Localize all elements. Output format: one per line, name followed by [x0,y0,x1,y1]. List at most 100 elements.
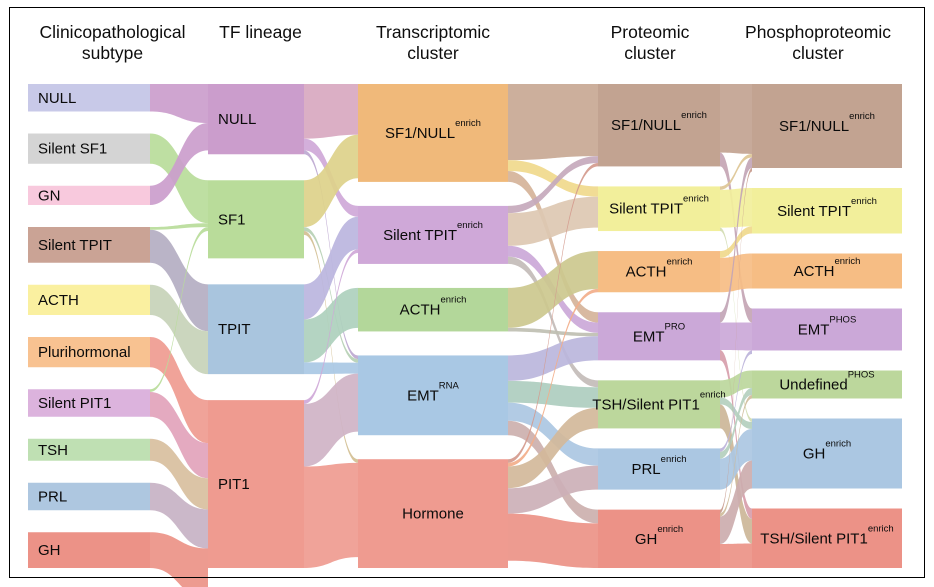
sankey-node-p_emt[interactable]: EMTPRO [598,312,720,361]
sankey-link-r_sf1null-to-p_emt[interactable] [508,171,598,323]
sankey-link-r_hormone-to-p_tsh_pit1[interactable] [508,407,598,489]
sankey-link-p_silent-to-h_sf1null[interactable] [720,154,752,190]
sankey-link-s_silent_tpit-to-t_tpit[interactable] [150,229,208,332]
node-rect-p_acth[interactable] [598,251,720,293]
node-rect-s_gh[interactable] [28,532,150,568]
sankey-node-s_silent_sf1[interactable]: Silent SF1 [28,133,150,164]
sankey-node-r_sf1null[interactable]: SF1/NULLenrich [358,84,508,182]
sankey-node-t_null[interactable]: NULL [208,84,304,155]
sankey-link-r_hormone-to-p_gh[interactable] [508,513,598,568]
sankey-node-t_pit1[interactable]: PIT1 [208,400,304,568]
sankey-node-h_acth[interactable]: ACTHenrich [752,253,902,289]
node-rect-r_silent_tpit[interactable] [358,205,508,264]
sankey-link-p_silent-to-h_silent[interactable] [720,188,752,228]
sankey-node-t_tpit[interactable]: TPIT [208,284,304,375]
sankey-link-t_tpit-to-r_emt[interactable] [304,362,358,375]
sankey-node-s_null[interactable]: NULL [28,84,150,112]
sankey-link-r_emt-to-p_emt[interactable] [508,336,598,381]
node-rect-s_silent_pit1[interactable] [28,389,150,417]
sankey-link-p_tsh_pit1-to-h_gh[interactable] [720,397,752,429]
sankey-node-s_gn[interactable]: GN [28,185,150,205]
node-rect-p_tsh_pit1[interactable] [598,380,720,429]
node-rect-p_sf1null[interactable] [598,84,720,167]
sankey-node-s_prl[interactable]: PRL [28,482,150,511]
node-rect-s_acth[interactable] [28,284,150,315]
sankey-node-p_silent[interactable]: Silent TPITenrich [598,186,720,232]
sankey-link-r_sf1null-to-p_sf1null[interactable] [508,84,598,161]
node-rect-p_prl[interactable] [598,448,720,490]
sankey-link-r_acth-to-p_emt[interactable] [508,327,598,337]
sankey-node-r_emt[interactable]: EMTRNA [358,355,508,436]
node-rect-r_sf1null[interactable] [358,84,508,182]
sankey-node-s_acth[interactable]: ACTH [28,284,150,315]
sankey-link-p_gh-to-h_undef[interactable] [720,395,752,517]
node-rect-r_hormone[interactable] [358,459,508,568]
sankey-node-h_undef[interactable]: UndefinedPHOS [752,370,902,399]
sankey-node-s_gh[interactable]: GH [28,532,150,568]
node-rect-t_pit1[interactable] [208,400,304,568]
sankey-link-r_emt-to-p_gh[interactable] [508,420,598,524]
sankey-link-p_emt-to-h_tsh_pit1[interactable] [720,350,752,519]
sankey-link-s_gh-to-t_pit1[interactable] [150,532,208,587]
sankey-link-p_tsh_pit1-to-h_undef[interactable] [720,370,752,398]
node-rect-r_emt[interactable] [358,355,508,436]
sankey-link-r_silent_tpit-to-p_tsh_pit1[interactable] [508,256,598,388]
node-rect-h_tsh_pit1[interactable] [752,508,902,569]
node-rect-s_null[interactable] [28,84,150,112]
node-rect-p_silent[interactable] [598,186,720,232]
node-rect-p_gh[interactable] [598,509,720,568]
sankey-link-p_gh-to-h_gh[interactable] [720,460,752,544]
node-rect-h_sf1null[interactable] [752,84,902,168]
sankey-link-p_emt-to-h_sf1null[interactable] [720,157,752,323]
sankey-link-t_sf1-to-r_emt[interactable] [304,227,358,363]
sankey-node-s_pluri[interactable]: Plurihormonal [28,337,150,368]
sankey-link-s_gn-to-t_null[interactable] [150,123,208,205]
sankey-link-r_silent_tpit-to-p_sf1null[interactable] [508,156,598,214]
node-rect-h_acth[interactable] [752,253,902,289]
sankey-node-h_silent[interactable]: Silent TPITenrich [752,188,902,234]
node-rect-h_silent[interactable] [752,188,902,234]
sankey-link-s_silent_sf1-to-t_sf1[interactable] [150,133,208,224]
node-rect-s_gn[interactable] [28,185,150,205]
sankey-link-p_sf1null-to-h_sf1null[interactable] [720,84,752,154]
sankey-link-p_prl-to-h_emt[interactable] [720,350,752,452]
sankey-node-h_emt[interactable]: EMTPHOS [752,308,902,351]
sankey-link-s_tsh-to-t_pit1[interactable] [150,438,208,510]
sankey-link-s_pluri-to-t_pit1[interactable] [150,337,208,444]
sankey-node-t_sf1[interactable]: SF1 [208,180,304,259]
sankey-link-r_sf1null-to-p_silent[interactable] [508,160,598,197]
sankey-link-r_emt-to-p_tsh_pit1[interactable] [508,380,598,408]
sankey-node-r_silent_tpit[interactable]: Silent TPITenrich [358,205,508,264]
sankey-link-r_silent_tpit-to-p_silent[interactable] [508,196,598,246]
sankey-link-s_silent_pit1-to-t_sf1[interactable] [150,227,208,392]
sankey-link-r_hormone-to-p_prl[interactable] [508,465,598,514]
sankey-node-r_acth[interactable]: ACTHenrich [358,287,508,332]
node-rect-s_pluri[interactable] [28,337,150,368]
sankey-node-h_sf1null[interactable]: SF1/NULLenrich [752,84,902,168]
sankey-link-r_hormone-to-p_sf1null[interactable] [508,162,598,463]
sankey-link-p_gh-to-h_sf1null[interactable] [720,168,752,514]
sankey-link-t_sf1-to-r_sf1null[interactable] [304,134,358,228]
sankey-node-p_tsh_pit1[interactable]: TSH/Silent PIT1enrich [592,380,726,429]
node-rect-h_gh[interactable] [752,418,902,489]
sankey-link-s_silent_tpit-to-t_sf1[interactable] [150,223,208,230]
sankey-node-p_gh[interactable]: GHenrich [598,509,720,568]
sankey-link-t_pit1-to-r_hormone[interactable] [304,462,358,568]
node-rect-s_silent_sf1[interactable] [28,133,150,164]
sankey-node-s_silent_pit1[interactable]: Silent PIT1 [28,389,150,417]
sankey-link-t_pit1-to-r_silent_tpit[interactable] [304,249,358,405]
sankey-link-t_tpit-to-r_silent_tpit[interactable] [304,216,358,320]
node-rect-p_emt[interactable] [598,312,720,361]
sankey-node-s_silent_tpit[interactable]: Silent TPIT [28,227,150,263]
sankey-node-s_tsh[interactable]: TSH [28,438,150,461]
sankey-link-p_acth-to-h_acth[interactable] [720,253,752,293]
sankey-node-p_prl[interactable]: PRLenrich [598,448,720,490]
sankey-link-s_acth-to-t_tpit[interactable] [150,284,208,375]
sankey-link-r_acth-to-p_acth[interactable] [508,251,598,328]
sankey-link-s_prl-to-t_pit1[interactable] [150,482,208,549]
sankey-link-p_emt-to-h_emt[interactable] [720,322,752,351]
sankey-link-s_null-to-t_null[interactable] [150,84,208,124]
node-rect-t_null[interactable] [208,84,304,155]
node-rect-s_tsh[interactable] [28,438,150,461]
node-rect-s_silent_tpit[interactable] [28,227,150,263]
